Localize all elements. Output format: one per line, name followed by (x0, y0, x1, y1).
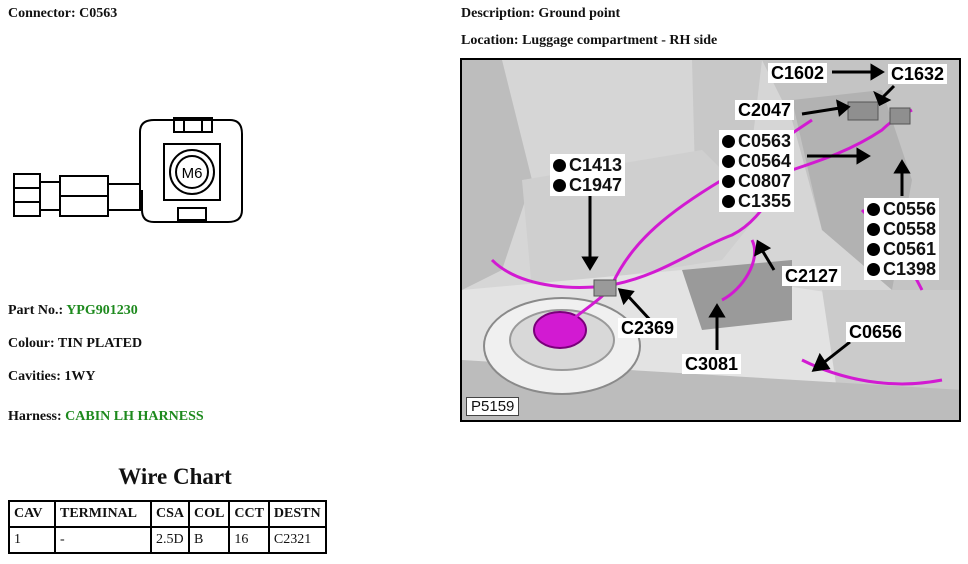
description-line: Description: Ground point (461, 6, 620, 22)
callout-row: C0561 (867, 239, 936, 259)
callout-group-c0563: C0563 C0564 C0807 C1355 (719, 130, 795, 212)
description-value: Ground point (538, 6, 621, 21)
callout-row: C0558 (867, 219, 936, 239)
figure-ref-code: P5159 (466, 397, 520, 416)
bullet-dot-icon (722, 154, 735, 168)
callout-c1632: C1632 (888, 64, 948, 84)
bullet-dot-icon (722, 194, 735, 208)
callout-row: C0564 (722, 151, 791, 171)
callout-label: C0564 (738, 151, 792, 171)
cell-cct: 16 (228, 526, 270, 554)
header-terminal: TERMINAL (54, 500, 152, 528)
callout-label: C0556 (883, 199, 937, 219)
cavities-line: Cavities: 1WY (8, 369, 96, 385)
bullet-dot-icon (867, 242, 880, 256)
header-destn: DESTN (267, 500, 327, 528)
part-no-line: Part No.: YPG901230 (8, 303, 138, 319)
callout-c3081: C3081 (682, 354, 742, 374)
callout-row: C0563 (722, 131, 791, 151)
callout-c2047: C2047 (735, 100, 795, 120)
header-cct: CCT (228, 500, 270, 528)
colour-line: Colour: TIN PLATED (8, 336, 142, 352)
part-no-value: YPG901230 (66, 303, 138, 318)
callout-label: C0563 (738, 131, 792, 151)
callout-label: C1398 (883, 259, 937, 279)
connector-line: Connector: C0563 (8, 6, 117, 22)
connector-label: Connector: (8, 6, 76, 21)
wire-chart-table: CAV TERMINAL CSA COL CCT DESTN 1 - 2.5D … (8, 500, 327, 554)
callout-label: C1355 (738, 191, 792, 211)
callout-row: C1398 (867, 259, 936, 279)
callout-c2369: C2369 (618, 318, 678, 338)
callout-c1602: C1602 (768, 63, 828, 83)
callout-label: C1413 (569, 155, 623, 175)
connector-value: C0563 (79, 6, 118, 21)
callout-c0656: C0656 (846, 322, 906, 342)
bullet-dot-icon (722, 134, 735, 148)
harness-value: CABIN LH HARNESS (65, 409, 204, 424)
wire-chart-title: Wire Chart (118, 464, 232, 489)
callout-row: C0807 (722, 171, 791, 191)
cavities-value: 1WY (64, 369, 96, 384)
callout-c2127: C2127 (782, 266, 842, 286)
callout-row: C1355 (722, 191, 791, 211)
table-row: 1 - 2.5D B 16 C2321 (8, 526, 327, 554)
harness-line: Harness: CABIN LH HARNESS (8, 409, 204, 425)
bullet-dot-icon (867, 262, 880, 276)
colour-label: Colour: (8, 336, 55, 351)
harness-label: Harness: (8, 409, 62, 424)
table-header-row: CAV TERMINAL CSA COL CCT DESTN (8, 500, 327, 528)
header-col: COL (188, 500, 231, 528)
location-label: Location: (461, 33, 519, 48)
cavities-label: Cavities: (8, 369, 61, 384)
callout-group-c1413: C1413 C1947 (550, 154, 626, 196)
callout-row: C1413 (553, 155, 622, 175)
connector-diagram: M6 (13, 117, 243, 223)
cell-destn: C2321 (267, 526, 327, 554)
connector-symbol-text: M6 (182, 165, 203, 182)
header-cav: CAV (8, 500, 56, 528)
bullet-dot-icon (553, 158, 566, 172)
colour-value: TIN PLATED (57, 336, 143, 351)
bullet-dot-icon (722, 174, 735, 188)
bullet-dot-icon (867, 202, 880, 216)
description-label: Description: (461, 6, 535, 21)
location-line: Location: Luggage compartment - RH side (461, 33, 717, 49)
location-illustration: C1602 C1632 C2047 C0563 C0564 C0807 C135… (460, 58, 961, 422)
bullet-dot-icon (553, 178, 566, 192)
callout-group-c0556: C0556 C0558 C0561 C1398 (864, 198, 940, 280)
location-value: Luggage compartment - RH side (522, 33, 718, 48)
cell-terminal: - (54, 526, 152, 554)
cell-col: B (188, 526, 231, 554)
header-csa: CSA (149, 500, 191, 528)
part-no-label: Part No.: (8, 303, 64, 318)
callout-label: C0561 (883, 239, 937, 259)
cell-cav: 1 (8, 526, 56, 554)
callout-label: C0558 (883, 219, 937, 239)
callout-label: C0807 (738, 171, 792, 191)
callout-row: C0556 (867, 199, 936, 219)
cell-csa: 2.5D (149, 526, 191, 554)
callout-label: C1947 (569, 175, 623, 195)
callout-row: C1947 (553, 175, 622, 195)
bullet-dot-icon (867, 222, 880, 236)
